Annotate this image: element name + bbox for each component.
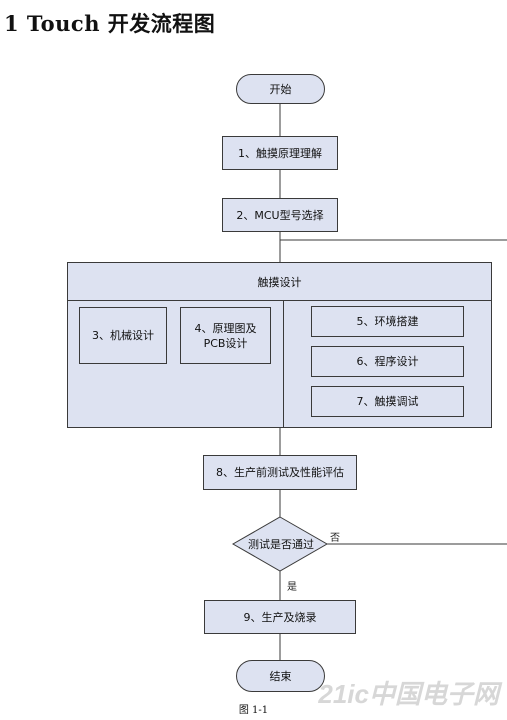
- edge-label-no: 否: [330, 533, 340, 544]
- decision-label[interactable]: 测试是否通过: [248, 538, 314, 551]
- step1-node[interactable]: 1、触摸原理理解: [222, 136, 338, 170]
- step7-node[interactable]: 7、触摸调试: [311, 386, 464, 417]
- edge-label-yes: 是: [287, 582, 297, 593]
- figure-caption: 图 1-1: [238, 705, 269, 716]
- start-node[interactable]: 开始: [236, 74, 325, 104]
- step3-node[interactable]: 3、机械设计: [79, 307, 167, 364]
- touch-design-divider: [283, 300, 284, 427]
- step9-node[interactable]: 9、生产及烧录: [204, 600, 356, 634]
- step4-node[interactable]: 4、原理图及 PCB设计: [180, 307, 271, 364]
- page-heading: 1 Touch 开发流程图: [4, 11, 216, 36]
- step2-node[interactable]: 2、MCU型号选择: [222, 198, 338, 232]
- decision-diamond: [231, 516, 329, 572]
- touch-design-title: 触摸设计: [68, 263, 491, 301]
- end-node[interactable]: 结束: [236, 660, 325, 692]
- step5-node[interactable]: 5、环境搭建: [311, 306, 464, 337]
- watermark-logo: 21ic中国电子网: [318, 679, 499, 709]
- step6-node[interactable]: 6、程序设计: [311, 346, 464, 377]
- step8-node[interactable]: 8、生产前测试及性能评估: [203, 455, 357, 490]
